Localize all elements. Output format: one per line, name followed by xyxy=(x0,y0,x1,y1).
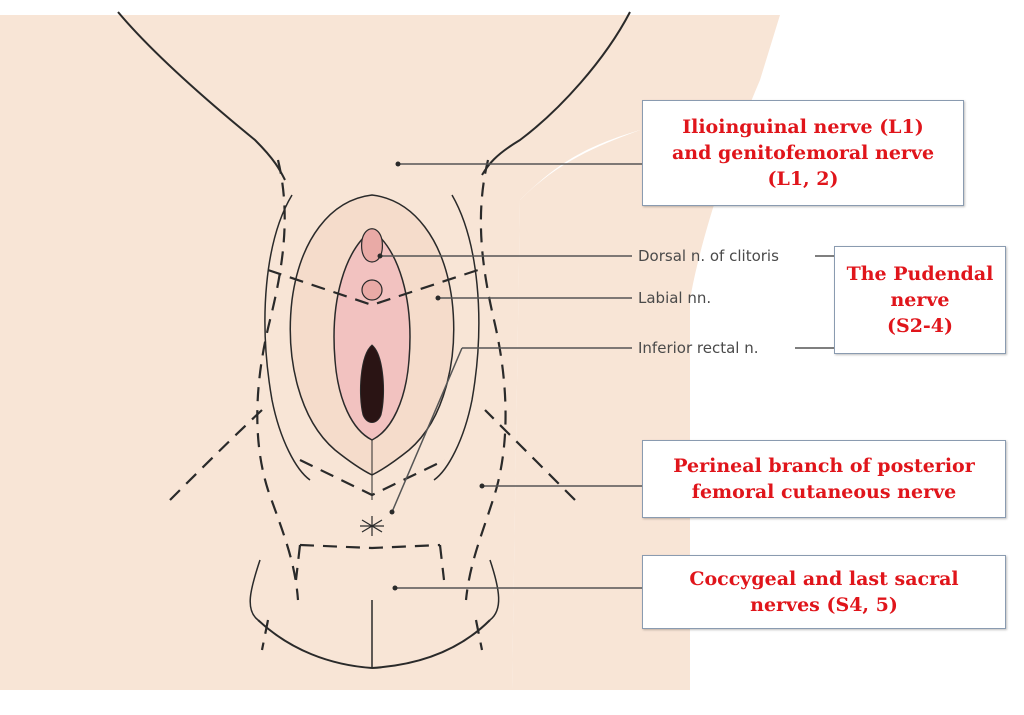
buttock-left xyxy=(257,619,373,669)
buttock-fold-left xyxy=(249,559,261,621)
left-thigh-outline xyxy=(117,11,286,181)
right-thigh-outline xyxy=(481,11,631,176)
ilioinguinal-line-3: (L1, 2) xyxy=(767,168,839,190)
coccygeal-line-2: nerves (S4, 5) xyxy=(750,594,898,616)
leader-dots xyxy=(377,161,485,591)
anus xyxy=(360,516,384,536)
mons-outline-right xyxy=(433,194,480,481)
pudendal-line-2: nerve xyxy=(890,289,950,311)
perineal-line-2: femoral cutaneous nerve xyxy=(691,481,957,503)
pudendal-line-1: The Pudendal xyxy=(846,263,994,285)
perineal-label-box: Perineal branch of posterior femoral cut… xyxy=(642,440,1006,518)
dermatome-boundaries xyxy=(169,159,576,651)
ilioinguinal-line-2: and genitofemoral nerve xyxy=(671,142,935,164)
dorsal-nerve-label: Dorsal n. of clitoris xyxy=(638,247,779,265)
coccygeal-label-box: Coccygeal and last sacral nerves (S4, 5) xyxy=(642,555,1006,629)
urethral-orifice xyxy=(361,279,383,301)
pudendal-label-box: The Pudendal nerve (S2-4) xyxy=(834,246,1006,354)
mons-outline-left xyxy=(264,194,311,481)
left-thigh-skin xyxy=(0,15,80,690)
pudendal-line-3: (S2-4) xyxy=(886,315,954,337)
leader-lines xyxy=(380,163,834,589)
ilioinguinal-line-1: Ilioinguinal nerve (L1) xyxy=(682,116,924,138)
coccygeal-line-1: Coccygeal and last sacral xyxy=(689,568,959,590)
buttock-right xyxy=(371,619,491,669)
perineal-line-1: Perineal branch of posterior xyxy=(673,455,975,477)
labial-nerves-label: Labial nn. xyxy=(638,289,712,307)
ilioinguinal-label-box: Ilioinguinal nerve (L1) and genitofemora… xyxy=(642,100,964,206)
inferior-rectal-label: Inferior rectal n. xyxy=(638,339,759,357)
buttock-fold-right xyxy=(489,559,500,621)
vaginal-orifice xyxy=(359,344,385,423)
